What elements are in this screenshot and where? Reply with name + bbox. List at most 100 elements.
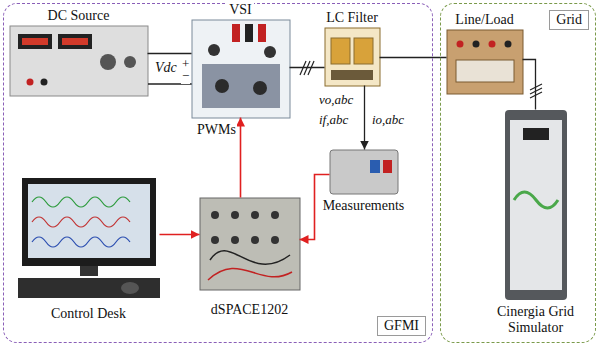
inductor-coil [354,38,373,64]
waveform [32,237,130,247]
terminal [41,79,48,86]
monitor-bezel [22,178,156,266]
display [58,34,92,49]
edge-label: Vdc [154,60,178,76]
control-desk-picture [18,178,160,298]
capacitor [253,81,267,95]
load-board [447,30,523,94]
measurement-box: Measurements [330,150,398,194]
cable [208,268,292,280]
cabinet [505,110,567,300]
monitor-stand [80,266,98,276]
inductor-coil [331,38,350,64]
vsi-housing [192,20,290,118]
region-tag: Grid [549,10,589,30]
dspace-panel [200,198,300,290]
node-heading: DC Source [46,8,112,24]
power-line [290,67,325,68]
terminal [232,24,240,42]
dc-source: DC Source [10,26,148,96]
display [18,34,52,49]
filter-frame [325,28,380,86]
dc-source-picture [10,26,192,96]
mouse [121,282,139,294]
terminal [27,79,34,86]
terminal [505,41,512,48]
grid-region: Line/LoadCinergia Grid Simulator Grid [440,3,596,343]
power-line [148,53,192,54]
signal-name: io,abc [371,112,405,128]
instrument-case [10,26,148,96]
waveform [32,197,130,207]
dspace-picture [200,198,300,290]
signal-name: if,abc [318,112,349,128]
measurements-picture [330,150,398,194]
node-heading: Control Desk [49,306,128,322]
capacitor [264,46,276,58]
vsi-block: VSI [192,20,290,118]
line-load: Line/Load [447,30,523,94]
power-line [380,57,447,58]
knob [124,56,136,68]
vsi-picture [192,20,290,118]
monitor-screen [28,184,150,258]
connector [370,160,380,173]
cable [210,251,290,265]
bnc-port [271,236,279,244]
node-heading: VSI [227,2,254,18]
load-element [456,60,514,82]
capacitor [208,44,220,56]
terminal [245,24,253,42]
node-heading: Line/Load [453,12,515,28]
bnc-port [211,211,219,219]
edge-label: PWMs [196,122,237,138]
power-line [523,60,536,110]
gfmi-region: DC SourceVSILC FilterMeasurementsControl… [3,3,433,343]
bnc-port [211,236,219,244]
signal-arrow [240,118,242,198]
waveform [32,217,130,227]
terminal [457,41,464,48]
display-digits [62,38,88,45]
control-desk: Control Desk [18,176,160,298]
connector [383,160,392,173]
node-heading: Cinergia Grid Simulator [482,304,590,336]
signal-name: vo,abc [318,92,354,108]
node-heading: Measurements [321,198,407,214]
desk-pad [18,278,160,298]
signal-arrow [160,234,200,236]
logo-wave [514,192,558,208]
bnc-port [251,211,259,219]
bnc-port [271,211,279,219]
cabinet-front [510,120,562,290]
terminal [489,41,496,48]
lc-filter-picture [325,28,380,86]
knob [100,54,116,70]
cinergia-picture [505,110,567,300]
sensor-box [330,150,398,194]
bnc-port [231,211,239,219]
polarity-sign: − [181,68,190,84]
dspace-board: dSPACE1202 [200,198,300,290]
region-tag: GFMI [377,316,426,336]
terminal [473,41,480,48]
cabinet-display [523,128,549,140]
lc-filter: LC Filter [325,28,380,86]
grid-simulator: Cinergia Grid Simulator [505,110,567,300]
node-heading: LC Filter [324,10,380,26]
node-heading: dSPACE1202 [209,302,290,318]
terminal [258,24,266,42]
bnc-port [251,236,259,244]
capacitor [215,79,229,93]
capacitor-bank [331,70,373,80]
power-line [364,86,365,150]
display-digits [22,38,48,45]
power-board [202,64,280,108]
bnc-port [231,236,239,244]
line-load-picture [447,30,523,94]
